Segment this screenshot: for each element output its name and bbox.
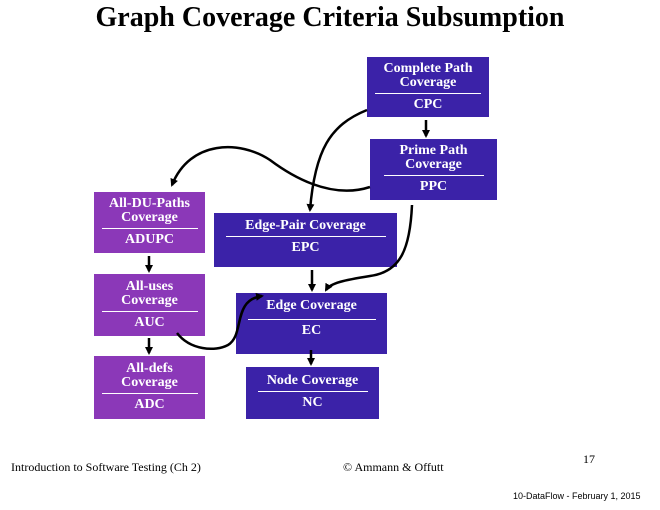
auc-rule <box>101 311 198 312</box>
adc-name: All-defs Coverage <box>121 361 178 390</box>
auc-name: All-uses Coverage <box>121 279 178 308</box>
epc-abbr: EPC <box>291 240 320 255</box>
cpc-rule <box>375 93 481 94</box>
all-defs-coverage-box: All-defs Coverage ADC <box>94 356 205 419</box>
ec-abbr: EC <box>301 323 322 338</box>
adupc-name: All-DU-Paths Coverage <box>109 196 190 225</box>
footer-course: Introduction to Software Testing (Ch 2) <box>11 460 201 474</box>
cpc-name: Complete Path Coverage <box>383 61 473 90</box>
page-number: 17 <box>583 452 595 466</box>
cpc-abbr: CPC <box>413 97 443 112</box>
all-uses-coverage-box: All-uses Coverage AUC <box>94 274 205 336</box>
adupc-abbr: ADUPC <box>125 232 174 247</box>
ppc-rule <box>383 175 484 176</box>
ppc-abbr: PPC <box>419 179 448 194</box>
all-du-paths-coverage-box: All-DU-Paths Coverage ADUPC <box>94 192 205 253</box>
epc-rule <box>225 236 386 237</box>
arrow-ppc-ec <box>324 204 414 292</box>
arrow-ppc-adupc <box>170 145 371 192</box>
auc-abbr: AUC <box>134 315 165 330</box>
arrow-auc-ec <box>176 292 264 351</box>
node-coverage-box: Node Coverage NC <box>246 367 379 419</box>
epc-name: Edge-Pair Coverage <box>245 218 366 233</box>
footer-copyright: © Ammann & Offutt <box>343 460 444 474</box>
nc-rule <box>257 391 368 392</box>
prime-path-coverage-box: Prime Path Coverage PPC <box>370 139 497 200</box>
footer-date: 10-DataFlow - February 1, 2015 <box>513 491 641 501</box>
ec-name: Edge Coverage <box>266 298 357 313</box>
edge-pair-coverage-box: Edge-Pair Coverage EPC <box>214 213 397 267</box>
adc-rule <box>101 393 198 394</box>
nc-name: Node Coverage <box>266 373 359 388</box>
edge-coverage-box: Edge Coverage EC <box>236 293 387 354</box>
arrow-cpc-epc <box>306 108 368 212</box>
nc-abbr: NC <box>302 395 323 410</box>
adc-abbr: ADC <box>134 397 165 412</box>
ppc-name: Prime Path Coverage <box>399 143 468 172</box>
adupc-rule <box>101 228 198 229</box>
slide-title: Graph Coverage Criteria Subsumption <box>95 2 565 33</box>
complete-path-coverage-box: Complete Path Coverage CPC <box>367 57 489 117</box>
ec-rule <box>247 319 376 320</box>
